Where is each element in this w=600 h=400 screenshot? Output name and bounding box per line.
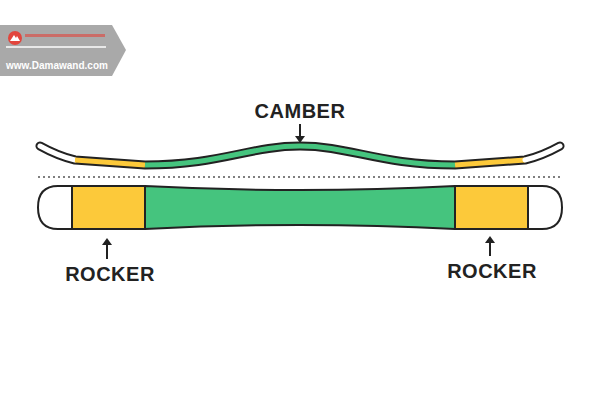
watermark-band [0,25,126,76]
ground-line [38,176,562,178]
profile-label: ROCKER [447,260,537,283]
watermark-logo-line [25,34,105,37]
board-tail [528,186,562,229]
pointer-arrow [299,124,301,138]
pointer-arrowhead [295,136,305,143]
profile-label: CAMBER [255,100,346,123]
profile-rocker [75,160,145,165]
profile-rocker [455,160,525,165]
profile-tip [525,146,560,160]
profile-camber [145,146,455,165]
watermark-small-line [6,46,106,48]
watermark-logo [8,31,22,45]
pointer-arrowhead [485,236,495,243]
board-camber-zone [145,186,455,229]
pointer-arrowhead [102,238,112,245]
pointer-arrow [106,243,108,259]
board-nose [38,186,72,229]
profile-tip [40,146,75,160]
board-rocker-zone [455,186,528,229]
profile-outline [40,146,560,165]
watermark-logo-mountain [10,35,20,41]
watermark: www.Damawand.com [6,60,108,71]
pointer-arrow [489,241,491,256]
board-rocker-zone [72,186,145,229]
profile-label: ROCKER [65,263,155,286]
